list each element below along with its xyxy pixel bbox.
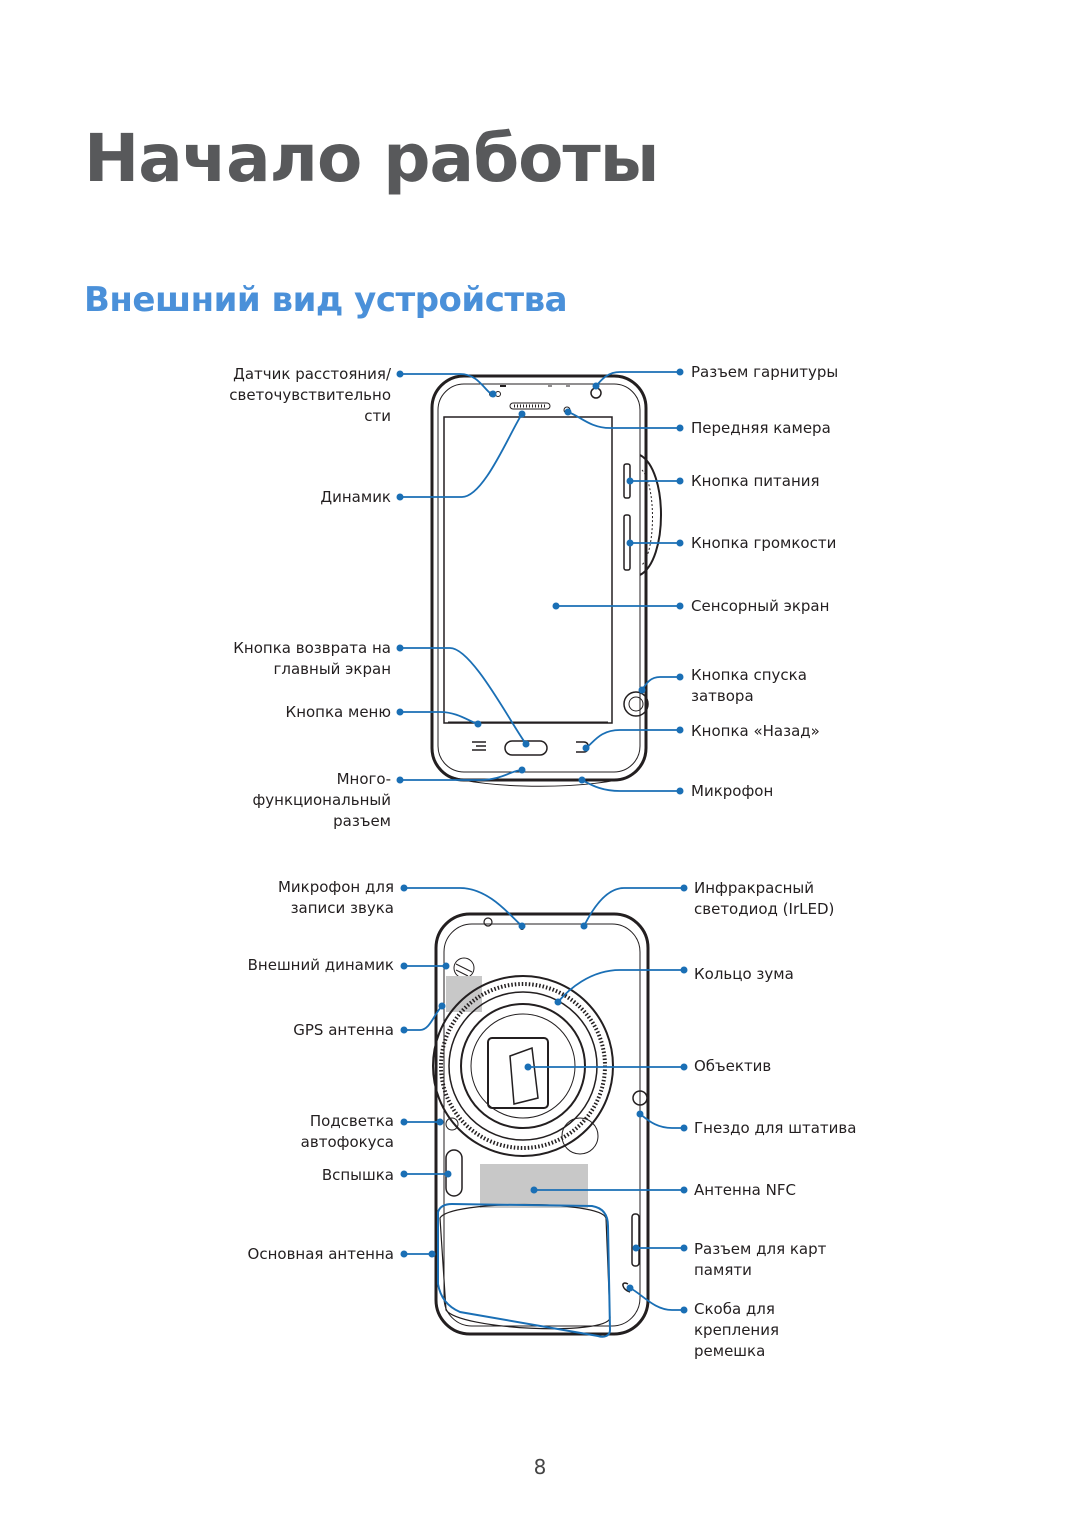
lens-bulge-front (639, 454, 662, 576)
label-main-antenna: Основная антенна (248, 1244, 394, 1265)
shutter-button (623, 691, 649, 717)
label-line: Кнопка питания (691, 472, 820, 490)
label-line: Кнопка громкости (691, 534, 837, 552)
label-nfc-antenna: Антенна NFC (694, 1180, 796, 1201)
label-line: Кнопка меню (285, 703, 391, 721)
label-line: Динамик (320, 488, 391, 506)
speaker-grill (509, 402, 551, 410)
label-line: Антенна NFC (694, 1181, 796, 1199)
label-line: ремешка (694, 1342, 766, 1360)
label-strap-hole: Скоба для крепления ремешка (694, 1299, 779, 1362)
label-line: Скоба для (694, 1300, 775, 1318)
lens-glass (487, 1037, 549, 1109)
label-line: Основная антенна (247, 1245, 394, 1263)
label-headset-jack: Разъем гарнитуры (691, 362, 838, 383)
label-speaker: Динамик (320, 487, 391, 508)
label-line: Кнопка спуска (691, 666, 807, 684)
label-line: Разъем гарнитуры (691, 363, 839, 381)
label-line: затвора (691, 687, 754, 705)
label-microphone: Микрофон (691, 781, 773, 802)
label-line: Кнопка «Назад» (691, 722, 820, 740)
label-touchscreen: Сенсорный экран (691, 596, 829, 617)
label-home-button: Кнопка возврата на главный экран (233, 638, 391, 680)
label-line: функциональный (252, 791, 391, 809)
page-number: 8 (533, 1455, 547, 1479)
label-af-illuminator: Подсветка автофокуса (301, 1111, 394, 1153)
label-lens: Объектив (694, 1056, 771, 1077)
chapter-title: Начало работы (84, 120, 659, 197)
label-zoom-ring: Кольцо зума (694, 964, 794, 985)
label-line: главный экран (273, 660, 391, 678)
label-line: Передняя камера (691, 419, 831, 437)
label-line: Инфракрасный (694, 879, 814, 897)
label-line: памяти (694, 1261, 752, 1279)
label-recording-mic: Микрофон для записи звука (278, 877, 394, 919)
label-irled: Инфракрасный светодиод (IrLED) (694, 878, 834, 920)
label-line: Кольцо зума (694, 965, 794, 983)
label-line: Подсветка (309, 1112, 394, 1130)
callouts (400, 371, 684, 1338)
label-line: GPS антенна (293, 1021, 394, 1039)
label-flash: Вспышка (322, 1165, 394, 1186)
main-antenna-grip (439, 1203, 611, 1330)
nfc-area (480, 1164, 588, 1208)
label-power-button: Кнопка питания (691, 471, 820, 492)
label-line: сти (364, 407, 391, 425)
label-line: светодиод (IrLED) (694, 900, 835, 918)
label-line: Гнездо для штатива (694, 1119, 857, 1137)
label-gps-antenna: GPS антенна (293, 1020, 394, 1041)
label-line: Микрофон для (277, 878, 394, 896)
label-multipurpose-jack: Много- функциональный разъем (252, 769, 391, 832)
zoom-ring (432, 975, 614, 1157)
label-memory-card-slot: Разъем для карт памяти (694, 1239, 826, 1281)
label-external-speaker: Внешний динамик (248, 955, 394, 976)
label-line: Кнопка возврата на (233, 639, 391, 657)
label-line: разъем (333, 812, 391, 830)
label-line: Много- (336, 770, 391, 788)
label-shutter-button: Кнопка спуска затвора (691, 665, 807, 707)
label-line: автофокуса (300, 1133, 394, 1151)
section-title: Внешний вид устройства (84, 280, 568, 320)
label-line: светочувствительно (229, 386, 391, 404)
label-volume-button: Кнопка громкости (691, 533, 836, 554)
label-front-camera: Передняя камера (691, 418, 831, 439)
label-line: крепления (694, 1321, 780, 1339)
label-line: Разъем для карт (694, 1240, 827, 1258)
label-line: Микрофон (691, 782, 774, 800)
front-view (430, 374, 662, 787)
callout-dots (396, 368, 688, 1314)
label-line: Сенсорный экран (691, 597, 830, 615)
label-line: записи звука (290, 899, 394, 917)
lens-barrel (460, 1003, 586, 1129)
label-tripod-socket: Гнездо для штатива (694, 1118, 856, 1139)
label-menu-button: Кнопка меню (286, 702, 391, 723)
label-line: Датчик расстояния/ (233, 365, 391, 383)
label-line: Вспышка (321, 1166, 394, 1184)
label-proximity-sensor: Датчик расстояния/ светочувствительно ст… (229, 364, 391, 427)
label-back-button: Кнопка «Назад» (691, 721, 820, 742)
label-line: Объектив (694, 1057, 772, 1075)
gps-patch (446, 976, 482, 1012)
rear-view (432, 912, 650, 1336)
front-body-outer (430, 374, 648, 782)
rear-body-outer (434, 912, 650, 1336)
label-line: Внешний динамик (247, 956, 394, 974)
front-screen (443, 416, 613, 724)
